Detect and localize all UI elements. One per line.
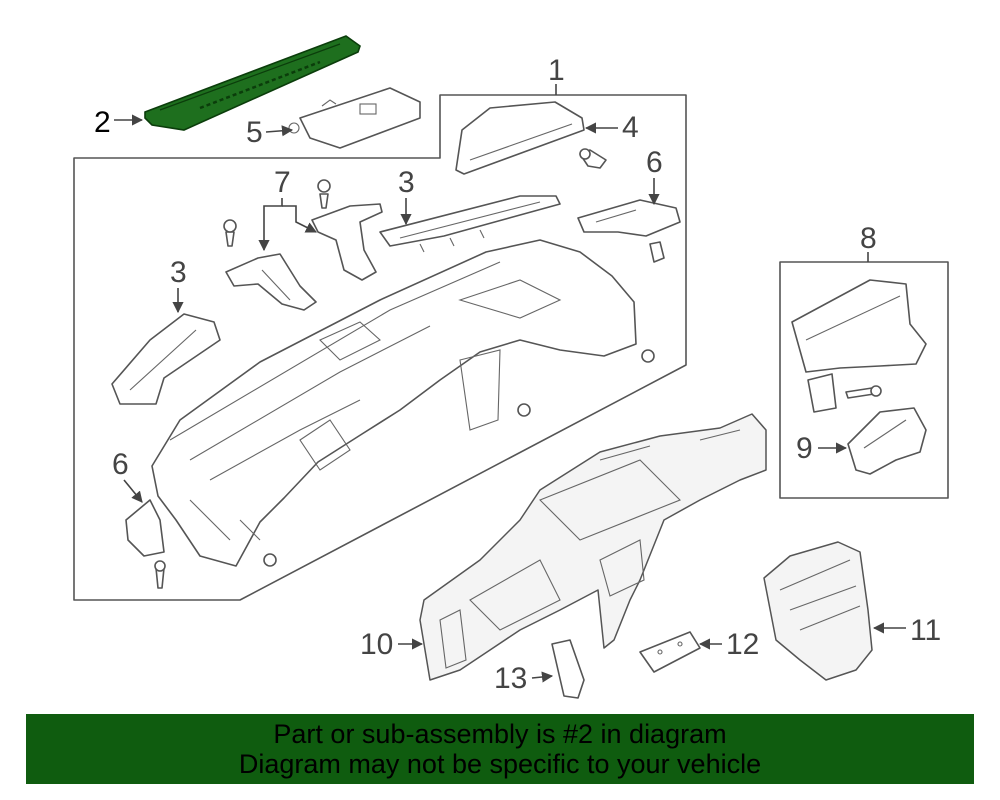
callout-10: 10 [360,628,393,661]
callout-7: 7 [274,166,291,199]
part-12[interactable] [639,631,701,673]
callout-11: 11 [910,614,941,647]
banner-line-2: Diagram may not be specific to your vehi… [238,749,762,779]
part-1-dashboard[interactable] [151,239,637,567]
callout-12: 12 [726,628,759,661]
callout-9: 9 [796,432,813,465]
callout-1: 1 [548,54,565,87]
callout-3-left: 3 [170,256,187,289]
callout-13: 13 [494,662,527,695]
callout-2: 2 [94,106,111,139]
bolt-icon [263,349,655,567]
info-banner: Part or sub-assembly is #2 in diagram Di… [26,714,974,784]
screw-icon [579,148,607,169]
callout-6-left: 6 [112,448,129,481]
assembly-1-outline [73,94,687,601]
part-2-highlighted[interactable] [144,35,361,131]
callout-4: 4 [622,111,639,144]
banner-line-1: Part or sub-assembly is #2 in diagram [273,719,727,749]
part-13[interactable] [551,639,585,699]
callout-5: 5 [246,116,263,149]
callout-3-upper: 3 [398,166,415,199]
part-7-right[interactable] [311,203,383,281]
part-9[interactable] [847,407,927,475]
part-5[interactable] [288,87,421,149]
callout-6-right: 6 [646,146,663,179]
screw-icon [223,179,331,247]
part-10[interactable] [419,413,767,681]
assembly-8-outline [779,261,949,499]
part-7-left[interactable] [225,253,317,311]
part-6-left[interactable] [125,499,166,589]
parts-diagram: 1 2 5 4 6 3 7 3 6 8 9 10 11 12 13 [73,35,949,699]
part-11[interactable] [763,541,873,681]
screw-icon [845,385,882,399]
part-3-upper[interactable] [379,195,561,253]
part-3-left[interactable] [111,313,221,405]
part-8[interactable] [791,279,927,413]
part-6-right[interactable] [577,199,681,263]
part-4[interactable] [455,101,585,175]
callout-8: 8 [860,222,877,255]
